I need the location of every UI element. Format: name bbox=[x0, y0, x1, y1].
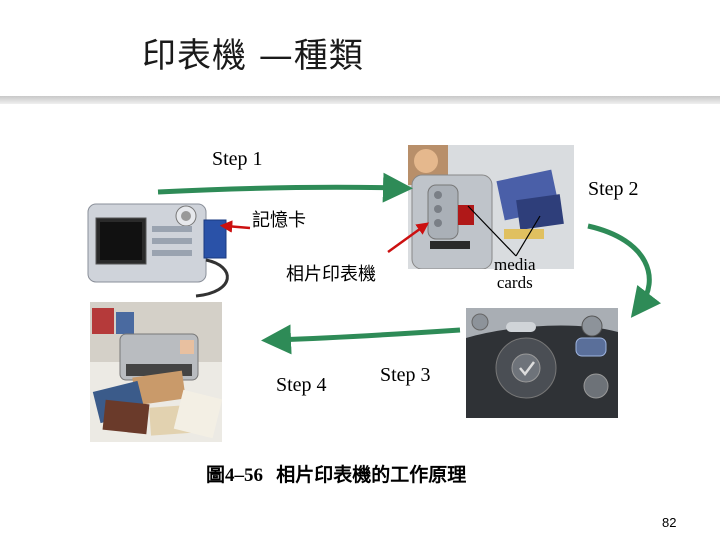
title-divider bbox=[0, 96, 720, 104]
arrow-step2 bbox=[587, 223, 662, 318]
caption-text: 相片印表機的工作原理 bbox=[276, 464, 467, 486]
figure-caption: 圖4–56 相片印表機的工作原理 bbox=[206, 460, 466, 487]
pointer-media-cards-b bbox=[515, 215, 541, 257]
memory-card-label: 記憶卡 bbox=[252, 210, 306, 231]
arrow-step4 bbox=[261, 324, 461, 355]
page-number: 82 bbox=[662, 515, 677, 530]
step3-label: Step 3 bbox=[380, 364, 431, 386]
arrow-step1 bbox=[157, 172, 413, 203]
step4-label: Step 4 bbox=[276, 374, 327, 396]
slide-title: 印表機 —種類 bbox=[142, 36, 364, 76]
step2-label: Step 2 bbox=[588, 178, 639, 200]
media-cards-label: media cards bbox=[494, 256, 536, 292]
caption-number: 4–56 bbox=[225, 465, 264, 486]
photo-printer-label: 相片印表機 bbox=[286, 264, 376, 285]
printer-control-panel-photo bbox=[466, 308, 618, 418]
media-label-line2: cards bbox=[496, 273, 533, 292]
media-label-line1: media bbox=[494, 255, 536, 274]
digital-camera-photo bbox=[86, 196, 246, 300]
printer-card-slot-photo bbox=[408, 145, 574, 269]
caption-prefix: 圖 bbox=[206, 464, 226, 486]
pointer-media-cards-a bbox=[467, 205, 517, 257]
printer-with-prints-photo bbox=[90, 302, 222, 442]
step1-label: Step 1 bbox=[212, 148, 263, 170]
pointer-photo-printer bbox=[387, 222, 430, 254]
pointer-memory-card bbox=[219, 220, 251, 233]
